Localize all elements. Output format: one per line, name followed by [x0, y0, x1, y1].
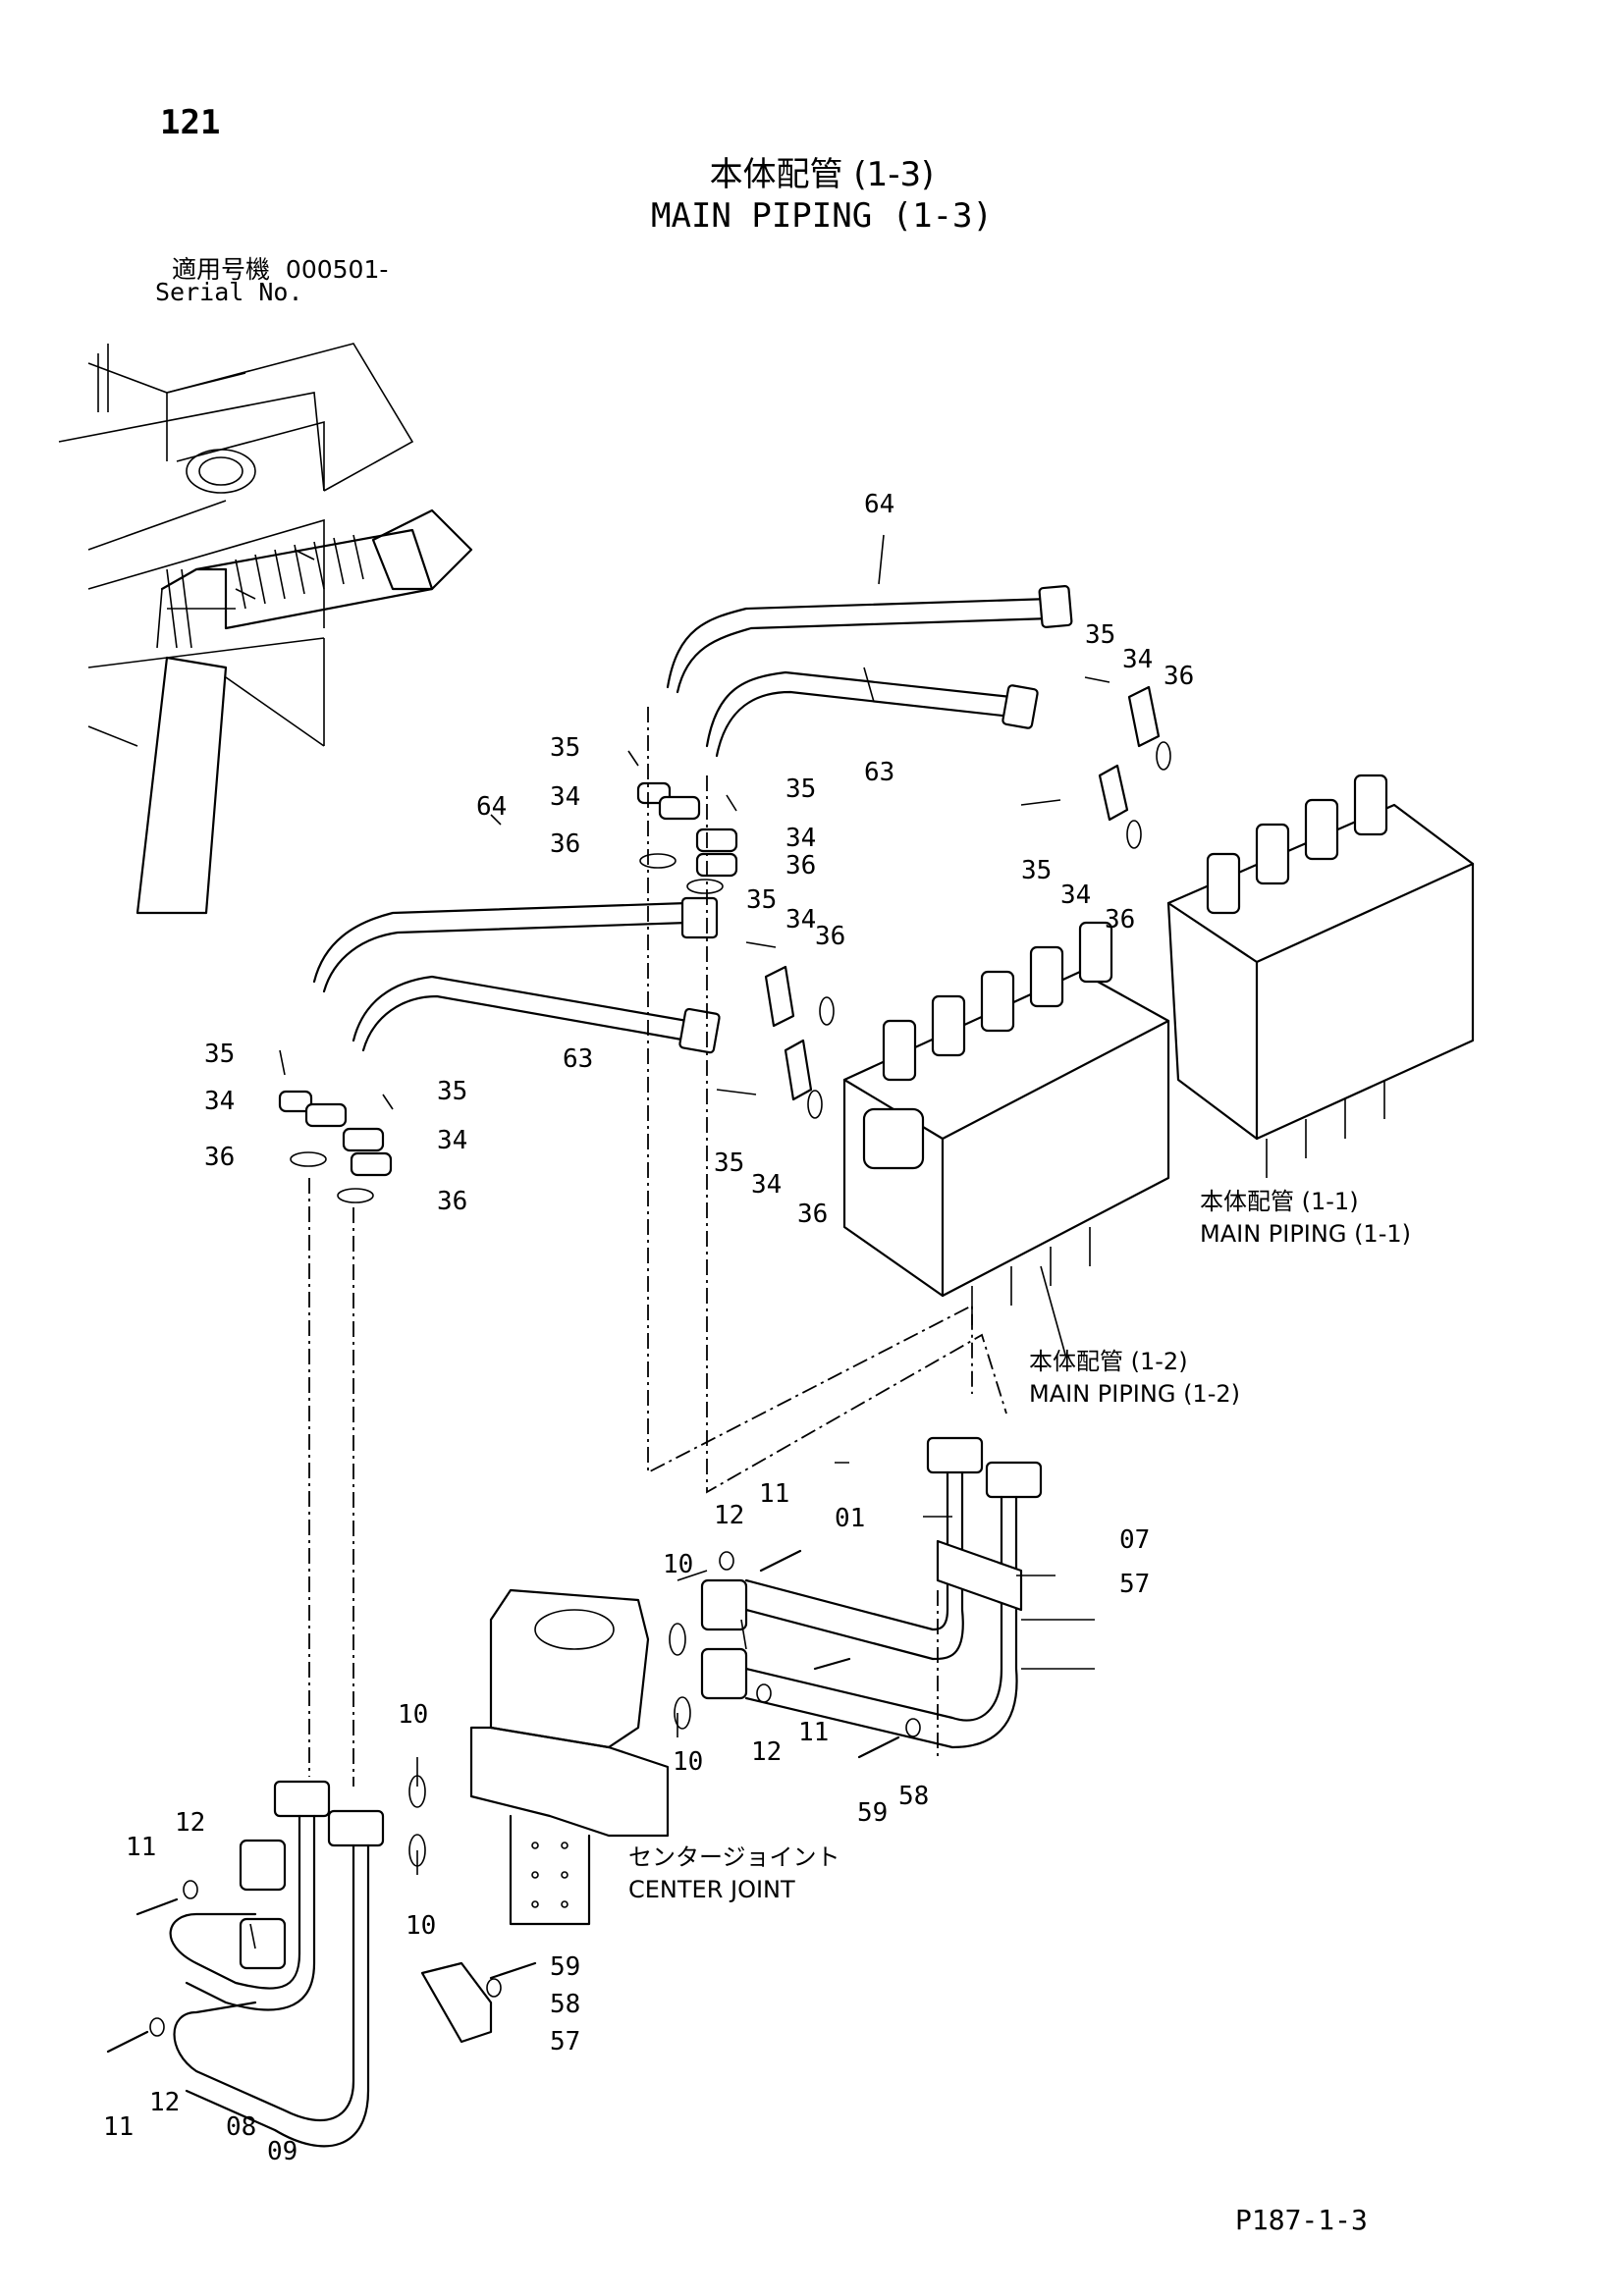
callout-36: 36: [815, 922, 845, 951]
callout-36: 36: [785, 851, 816, 881]
callout-63-middle: 63: [563, 1044, 593, 1074]
reference-labels: 本体配管 (1-1) MAIN PIPING (1-1) 本体配管 (1-2) …: [628, 1188, 1411, 1903]
callout-36: 36: [797, 1200, 828, 1229]
callout-35: 35: [1021, 856, 1052, 885]
page-number: 121: [160, 103, 221, 142]
callout-34: 34: [785, 905, 816, 934]
callout-12: 12: [175, 1808, 205, 1838]
serial-value: 000501-: [285, 255, 389, 284]
pipes-01-07: [700, 1436, 1043, 1749]
callout-64-middle: 64: [476, 792, 507, 822]
center-joint-label-jp: センタージョイント: [628, 1843, 840, 1871]
upper-hose-pair: [666, 585, 1073, 758]
callout-35: 35: [437, 1077, 467, 1106]
callout-34: 34: [1122, 645, 1153, 674]
callout-35: 35: [204, 1040, 235, 1069]
callout-08: 08: [226, 2112, 256, 2142]
control-valve-1-1: [1166, 774, 1475, 1178]
flange-clamp-sets: [278, 676, 1171, 1203]
callout-35: 35: [714, 1148, 744, 1178]
callout-11: 11: [759, 1479, 789, 1509]
control-valve-1-2: [842, 921, 1170, 1356]
callout-10: 10: [673, 1747, 703, 1777]
callout-34: 34: [785, 824, 816, 853]
dashed-connection-lines: [308, 707, 1007, 1787]
callout-11: 11: [126, 1833, 156, 1862]
callout-63-upper: 63: [864, 758, 894, 787]
callout-34: 34: [204, 1087, 235, 1116]
callout-12: 12: [751, 1737, 782, 1767]
callout-57: 57: [550, 2027, 580, 2056]
callout-59: 59: [857, 1798, 888, 1828]
callout-58: 58: [550, 1990, 580, 2019]
callout-36: 36: [204, 1143, 235, 1172]
page-title-jp: 本体配管 (1-3): [709, 155, 935, 194]
callout-35: 35: [785, 774, 816, 804]
callout-34: 34: [751, 1170, 782, 1200]
callout-64-upper: 64: [864, 490, 894, 519]
bolts-and-washers: [106, 1549, 921, 2054]
callout-numbers: 64 63 64 63 35 34 36 35 34 36 35 34 36 3…: [103, 490, 1194, 2166]
callout-11: 11: [103, 2112, 134, 2142]
leader-lines: [249, 534, 1095, 1949]
callout-12: 12: [149, 2088, 180, 2117]
callout-09: 09: [267, 2137, 298, 2166]
callout-36: 36: [550, 829, 580, 859]
ref-main-piping-1-1-en: MAIN PIPING (1-1): [1200, 1220, 1411, 1248]
serial-label-jp-text: 適用号機: [172, 255, 271, 284]
ref-main-piping-1-1-jp: 本体配管 (1-1): [1200, 1188, 1359, 1215]
callout-10: 10: [663, 1550, 693, 1579]
callout-57: 57: [1119, 1570, 1150, 1599]
callout-35: 35: [1085, 620, 1115, 650]
callout-10: 10: [398, 1700, 428, 1730]
callout-10: 10: [406, 1911, 436, 1941]
callout-35: 35: [746, 885, 777, 915]
middle-hose-pair: [312, 896, 721, 1054]
callout-01: 01: [835, 1504, 865, 1533]
callout-34: 34: [1060, 881, 1091, 910]
page-title-en: MAIN PIPING (1-3): [651, 196, 993, 236]
callout-36: 36: [1164, 662, 1194, 691]
doc-code: P187-1-3: [1235, 2204, 1368, 2236]
callout-34: 34: [437, 1126, 467, 1155]
callout-34: 34: [550, 782, 580, 812]
center-joint: [469, 1588, 670, 1926]
pipes-08-09: [169, 1780, 493, 2148]
callout-11: 11: [798, 1718, 829, 1747]
center-joint-label-en: CENTER JOINT: [628, 1876, 795, 1903]
callout-36: 36: [437, 1187, 467, 1216]
callout-59: 59: [550, 1952, 580, 1982]
ref-main-piping-1-2-jp: 本体配管 (1-2): [1029, 1348, 1188, 1375]
ref-main-piping-1-2-en: MAIN PIPING (1-2): [1029, 1380, 1240, 1408]
serial-label-en: Serial No.: [155, 278, 303, 306]
callout-07: 07: [1119, 1525, 1150, 1555]
callout-58: 58: [898, 1782, 929, 1811]
machine-overview-sketch: [58, 343, 473, 915]
callout-35: 35: [550, 733, 580, 763]
serial-label-jp: 適用号機 000501-: [172, 250, 388, 286]
callout-12: 12: [714, 1501, 744, 1530]
callout-36: 36: [1105, 905, 1135, 934]
